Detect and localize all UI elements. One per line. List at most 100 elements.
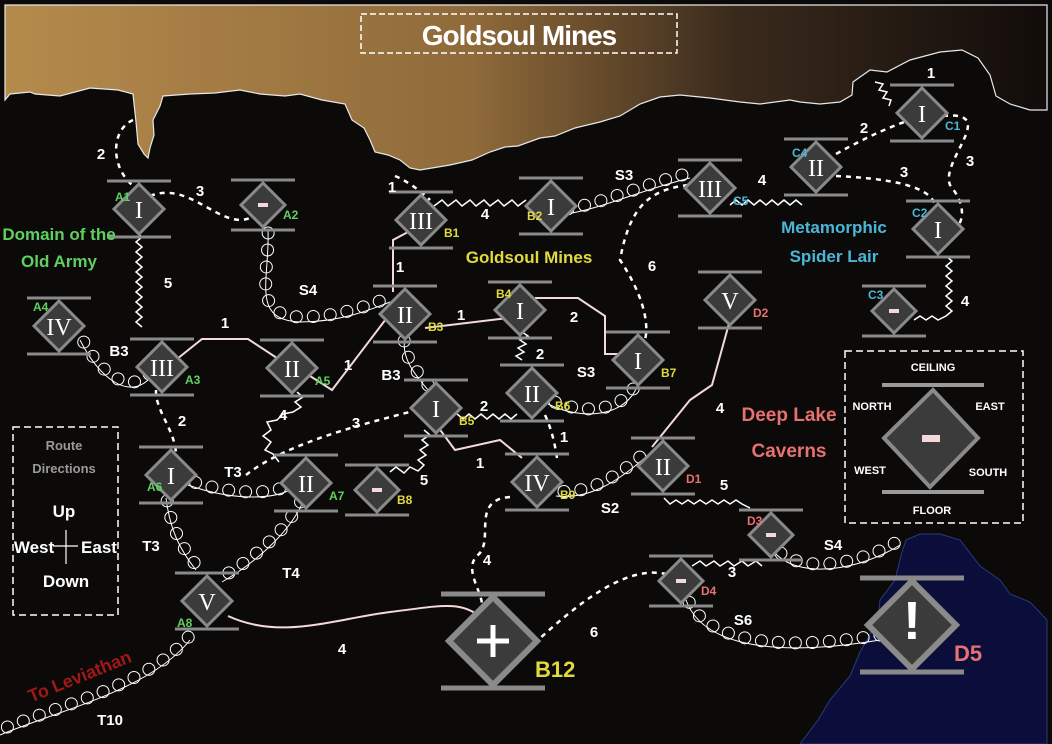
route-cost-label: 6	[590, 624, 598, 641]
node-id-label: A1	[115, 190, 131, 204]
route-cost-label: 1	[344, 357, 352, 374]
route-cost-label: 4	[758, 172, 767, 189]
legend-east: East	[81, 538, 117, 557]
legend-title-line1: Route	[46, 438, 83, 453]
node-diamond	[702, 272, 758, 328]
node-id-label: C4	[792, 146, 808, 160]
route-cost-label: 3	[196, 183, 204, 200]
node-level-v: V	[721, 289, 739, 315]
node-level-iv: IV	[524, 471, 550, 497]
map-node-c3[interactable]: C3	[862, 284, 926, 338]
map-node-a8[interactable]: VA8	[175, 571, 239, 631]
node-id-label: B9	[560, 488, 576, 502]
node-diamond	[910, 201, 966, 257]
node-level-i: I	[634, 349, 642, 375]
route-cost-label: S6	[734, 612, 752, 629]
node-id-label: B2	[527, 209, 543, 223]
map-node-b4[interactable]: IB4	[488, 280, 552, 340]
node-diamond	[523, 178, 579, 234]
route-cost-label: 3	[352, 415, 360, 432]
route-directions-legend: Route Directions Up West East Down	[12, 426, 119, 616]
map-node-a1[interactable]: I A1	[107, 179, 171, 239]
node-diamond	[111, 181, 167, 237]
map-node-b2[interactable]: IB2	[519, 176, 583, 236]
map-node-c5[interactable]: III C5	[678, 158, 749, 218]
region-c-label-line2: Spider Lair	[790, 247, 879, 266]
route-cost-label: 5	[420, 472, 428, 489]
route-cost-label: B3	[381, 367, 400, 384]
node-level-iii: III	[698, 177, 722, 203]
node-id-label: B4	[496, 287, 512, 301]
route-cost-label: S4	[824, 537, 843, 554]
dash-icon	[766, 533, 776, 537]
map-node-b9[interactable]: IV B9	[505, 452, 576, 512]
node-id-label: C3	[868, 288, 884, 302]
node-diamond	[863, 576, 961, 674]
route-cost-label: T3	[142, 538, 160, 555]
route-cost-label: 1	[396, 259, 404, 276]
map-node-d4[interactable]: D4	[649, 554, 717, 608]
node-diamond	[894, 85, 950, 141]
region-d-label-line2: Caverns	[752, 441, 827, 462]
route-cost-label: 1	[476, 455, 484, 472]
node-id-label: A3	[185, 373, 201, 387]
dash-icon	[676, 579, 686, 583]
legend-floor: FLOOR	[913, 505, 952, 517]
node-id-label: C1	[945, 119, 961, 133]
route-cost-label: 4	[338, 641, 347, 658]
node-id-label: A6	[147, 480, 163, 494]
map-node-d5[interactable]: !D5	[860, 575, 982, 675]
map-node-b12[interactable]: B12	[441, 591, 575, 691]
route-cost-label: 3	[900, 164, 908, 181]
map-node-a3[interactable]: III A3	[130, 337, 201, 397]
node-diamond	[492, 282, 548, 338]
legend-up: Up	[53, 502, 76, 521]
node-id-label: D2	[753, 306, 769, 320]
map-node-a2[interactable]: A2	[231, 178, 299, 232]
node-id-label: C2	[912, 206, 928, 220]
node-id-label: C5	[733, 194, 749, 208]
node-level-iv: IV	[46, 315, 72, 341]
node-id-label: A5	[315, 374, 331, 388]
node-level-iii: III	[409, 209, 433, 235]
map-node-c2[interactable]: IC2	[906, 199, 970, 259]
node-level-ii: II	[397, 303, 413, 329]
route-cost-label: S4	[299, 282, 318, 299]
node-diamond	[179, 573, 235, 629]
dash-icon	[258, 203, 268, 207]
map-node-b8[interactable]: B8	[345, 463, 413, 517]
orientation-legend: CEILING NORTH EAST WEST SOUTH FLOOR	[844, 350, 1024, 524]
node-id-label: D5	[954, 641, 982, 666]
legend-south: SOUTH	[969, 467, 1008, 479]
map-node-a6[interactable]: IA6	[139, 445, 203, 505]
map-node-d2[interactable]: V D2	[698, 270, 769, 330]
node-diamond	[788, 139, 844, 195]
node-id-label: B12	[535, 657, 575, 682]
node-level-iii: III	[150, 356, 174, 382]
map-node-b3[interactable]: II B3	[373, 284, 444, 344]
map-node-b7[interactable]: I B7	[606, 330, 677, 390]
route-cost-label: 4	[961, 293, 970, 310]
node-id-label: B7	[661, 366, 677, 380]
map-node-d3[interactable]: D3	[739, 508, 803, 562]
node-id-label: D3	[747, 514, 763, 528]
node-id-label: D4	[701, 584, 717, 598]
route-cost-label: 3	[966, 153, 974, 170]
direct-routes	[176, 231, 731, 629]
node-id-label: D1	[686, 472, 702, 486]
node-level-i: I	[135, 198, 143, 224]
node-id-label: A4	[33, 300, 49, 314]
node-level-ii: II	[298, 472, 314, 498]
node-id-label: B3	[428, 320, 444, 334]
